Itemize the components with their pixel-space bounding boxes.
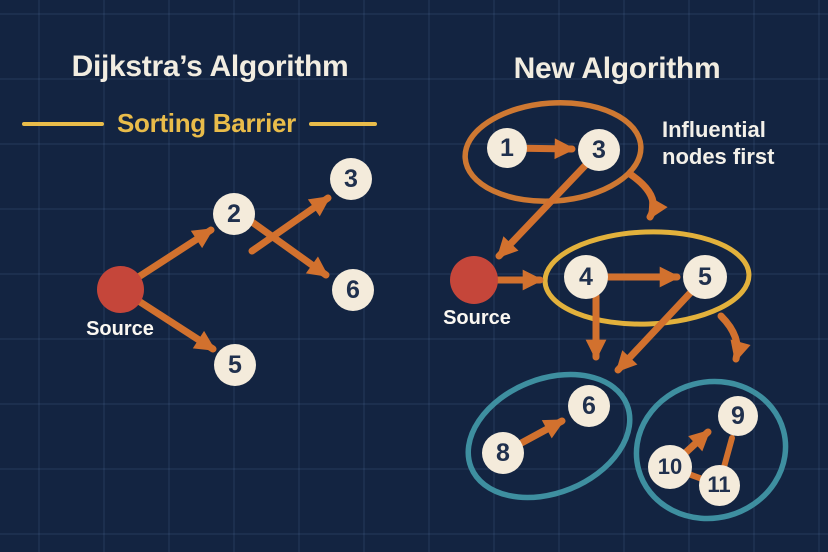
node-label: 8 bbox=[496, 438, 510, 467]
node-label: 9 bbox=[731, 401, 745, 430]
cluster-a-ellipse bbox=[465, 371, 633, 501]
node-label: 6 bbox=[582, 391, 596, 420]
edge-2-to-6 bbox=[248, 218, 330, 279]
left-source-label: Source bbox=[86, 318, 154, 340]
node-label: 1 bbox=[500, 133, 514, 162]
node-label: 2 bbox=[227, 199, 241, 228]
node-label: 10 bbox=[657, 454, 683, 479]
node-r1: 1 bbox=[487, 128, 527, 168]
influential-annotation: Influential nodes first bbox=[662, 116, 774, 170]
cluster-b-ellipse bbox=[633, 378, 789, 522]
edge-3-to-source bbox=[495, 147, 603, 260]
node-r10: 10 bbox=[648, 445, 692, 489]
node-6: 6 bbox=[332, 269, 374, 311]
annotation-line-2: nodes first bbox=[662, 144, 775, 169]
right-source-node bbox=[450, 256, 498, 304]
node-label: 6 bbox=[346, 275, 360, 304]
node-label: 5 bbox=[698, 262, 712, 291]
node-label: 11 bbox=[707, 472, 731, 497]
node-5: 5 bbox=[214, 344, 256, 386]
edge-frontier-to-cluster-b-curve bbox=[717, 312, 751, 363]
node-r11: 11 bbox=[698, 464, 740, 506]
right-source-label: Source bbox=[443, 307, 511, 329]
node-label: 5 bbox=[228, 350, 242, 379]
node-r6: 6 bbox=[568, 385, 610, 427]
node-r9: 9 bbox=[718, 396, 758, 436]
left-panel-title: Dijkstra’s Algorithm bbox=[71, 50, 349, 83]
node-label: 4 bbox=[579, 262, 593, 291]
node-r4: 4 bbox=[564, 255, 608, 299]
sorting-barrier: Sorting Barrier bbox=[22, 108, 377, 139]
node-2: 2 bbox=[213, 193, 255, 235]
edge-2-to-3 bbox=[248, 194, 332, 255]
sorting-barrier-label: Sorting Barrier bbox=[117, 108, 296, 138]
frontier-group-ellipse bbox=[542, 229, 752, 327]
edge-11-to-9 bbox=[721, 435, 735, 470]
influential-group-ellipse bbox=[462, 99, 644, 205]
barrier-line-right bbox=[309, 121, 377, 126]
barrier-line-left bbox=[22, 121, 104, 126]
right-panel-title: New Algorithm bbox=[513, 52, 721, 85]
node-3: 3 bbox=[330, 158, 372, 200]
node-r3: 3 bbox=[578, 129, 620, 171]
node-label: 3 bbox=[592, 135, 606, 164]
edge-5-to-cluster-a bbox=[614, 286, 697, 374]
node-r8: 8 bbox=[482, 432, 524, 474]
node-r5: 5 bbox=[683, 255, 727, 299]
node-label: 3 bbox=[344, 164, 358, 193]
annotation-line-1: Influential bbox=[662, 117, 766, 142]
left-source-node bbox=[96, 265, 144, 313]
edge-influential-to-frontier-curve bbox=[626, 170, 668, 221]
